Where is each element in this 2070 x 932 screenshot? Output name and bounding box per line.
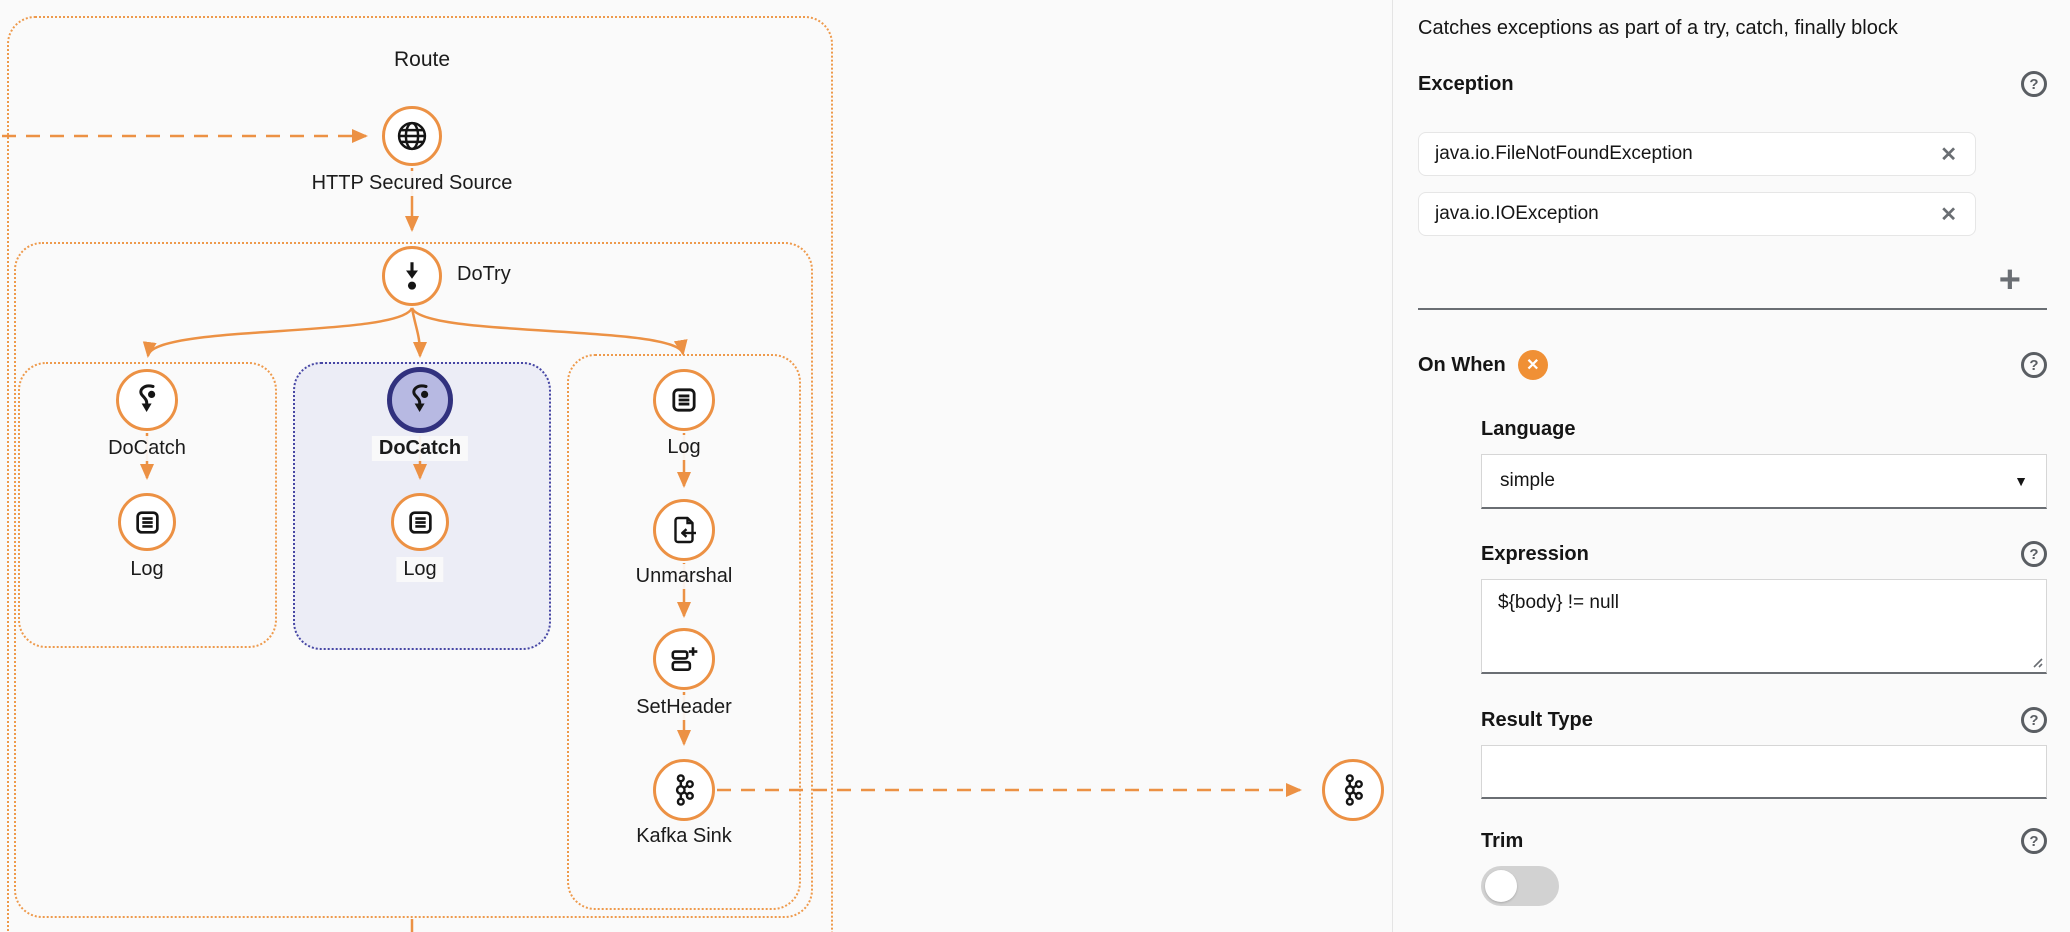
log-list-icon: [669, 385, 699, 415]
trim-toggle[interactable]: [1481, 866, 1559, 906]
flow-canvas[interactable]: Route: [0, 0, 1393, 932]
dotry-container[interactable]: [14, 242, 813, 918]
node-dotry[interactable]: [382, 246, 442, 306]
node-label: DoTry: [450, 262, 518, 287]
catch-hook-icon: [134, 383, 160, 417]
on-when-label: On When: [1418, 353, 1506, 376]
expression-row: Expression ?: [1481, 539, 2047, 569]
docatch-branch-1-container[interactable]: [18, 362, 277, 648]
node-unmarshal[interactable]: [653, 499, 715, 561]
node-http-secured-source[interactable]: [382, 106, 442, 166]
help-icon[interactable]: ?: [2021, 828, 2047, 854]
exception-label: Exception: [1418, 72, 1514, 95]
exception-item[interactable]: java.io.IOException ✕: [1418, 192, 1976, 236]
expression-label: Expression: [1481, 542, 1589, 565]
try-arrow-icon: [401, 260, 423, 292]
edge-dotry-log3: [410, 307, 688, 356]
node-label: Kafka Sink: [629, 824, 739, 849]
language-selected-value: simple: [1500, 470, 1555, 491]
node-setheader[interactable]: [653, 628, 715, 690]
node-label: Log: [396, 557, 444, 582]
exception-item-value[interactable]: java.io.FileNotFoundException: [1435, 143, 1693, 164]
remove-exception-button[interactable]: ✕: [1936, 202, 1961, 227]
node-docatch-1[interactable]: [116, 369, 178, 431]
help-icon[interactable]: ?: [2021, 541, 2047, 567]
result-type-input[interactable]: [1481, 745, 2047, 799]
catch-hook-icon: [407, 383, 433, 417]
route-container[interactable]: Route: [7, 16, 833, 932]
remove-on-when-button[interactable]: ✕: [1517, 350, 1548, 380]
on-when-fields: Language simple ▼ Expression ? ${body} !…: [1481, 414, 2047, 911]
expression-input[interactable]: ${body} != null: [1481, 579, 2047, 674]
remove-exception-button[interactable]: ✕: [1936, 142, 1961, 167]
add-exception-row: +: [1418, 252, 2047, 308]
unmarshal-file-icon: [668, 514, 700, 546]
result-type-row: Result Type ?: [1481, 705, 2047, 735]
log-list-icon: [133, 508, 162, 537]
chevron-down-icon: ▼: [2014, 473, 2028, 489]
set-header-icon: [668, 643, 700, 675]
toggle-knob: [1485, 870, 1517, 902]
globe-icon: [394, 118, 430, 154]
node-label: Log: [123, 557, 171, 582]
node-log-2[interactable]: [391, 493, 449, 551]
node-kafka-sink[interactable]: [653, 759, 715, 821]
properties-panel: Catches exceptions as part of a try, cat…: [1393, 0, 2069, 932]
node-label: DoCatch: [101, 436, 193, 461]
kafka-icon: [1340, 773, 1366, 807]
log-list-icon: [406, 508, 435, 537]
kafka-icon: [671, 773, 697, 807]
edge-dotry-docatch1: [142, 307, 414, 358]
exception-list: java.io.FileNotFoundException ✕ java.io.…: [1418, 132, 2047, 310]
edge-dotry-docatch2: [410, 307, 427, 358]
node-log-3[interactable]: [653, 369, 715, 431]
node-label-selected: DoCatch: [371, 436, 469, 461]
route-label: Route: [393, 48, 451, 71]
language-select[interactable]: simple ▼: [1481, 454, 2047, 509]
node-label: SetHeader: [629, 695, 739, 720]
node-log-1[interactable]: [118, 493, 176, 551]
result-type-label: Result Type: [1481, 708, 1593, 731]
language-row: Language: [1481, 414, 2047, 444]
trim-row: Trim ?: [1481, 826, 2047, 856]
node-label: Log: [660, 435, 708, 460]
help-icon[interactable]: ?: [2021, 71, 2047, 97]
exception-item-value[interactable]: java.io.IOException: [1435, 203, 1599, 224]
exception-section-header: Exception ?: [1418, 68, 2047, 100]
language-label: Language: [1481, 417, 1576, 440]
node-label: Unmarshal: [628, 564, 740, 589]
node-docatch-2-selected[interactable]: [387, 367, 453, 433]
node-kafka-target[interactable]: [1322, 759, 1384, 821]
exception-item[interactable]: java.io.FileNotFoundException ✕: [1418, 132, 1976, 176]
trim-label: Trim: [1481, 829, 1524, 852]
edge-layer: [2, 129, 1302, 932]
node-label: HTTP Secured Source: [304, 171, 520, 196]
help-icon[interactable]: ?: [2021, 707, 2047, 733]
step-description: Catches exceptions as part of a try, cat…: [1418, 17, 1898, 39]
on-when-section-header: On When ✕ ?: [1418, 348, 2047, 382]
add-exception-button[interactable]: +: [1998, 259, 2021, 301]
help-icon[interactable]: ?: [2021, 352, 2047, 378]
